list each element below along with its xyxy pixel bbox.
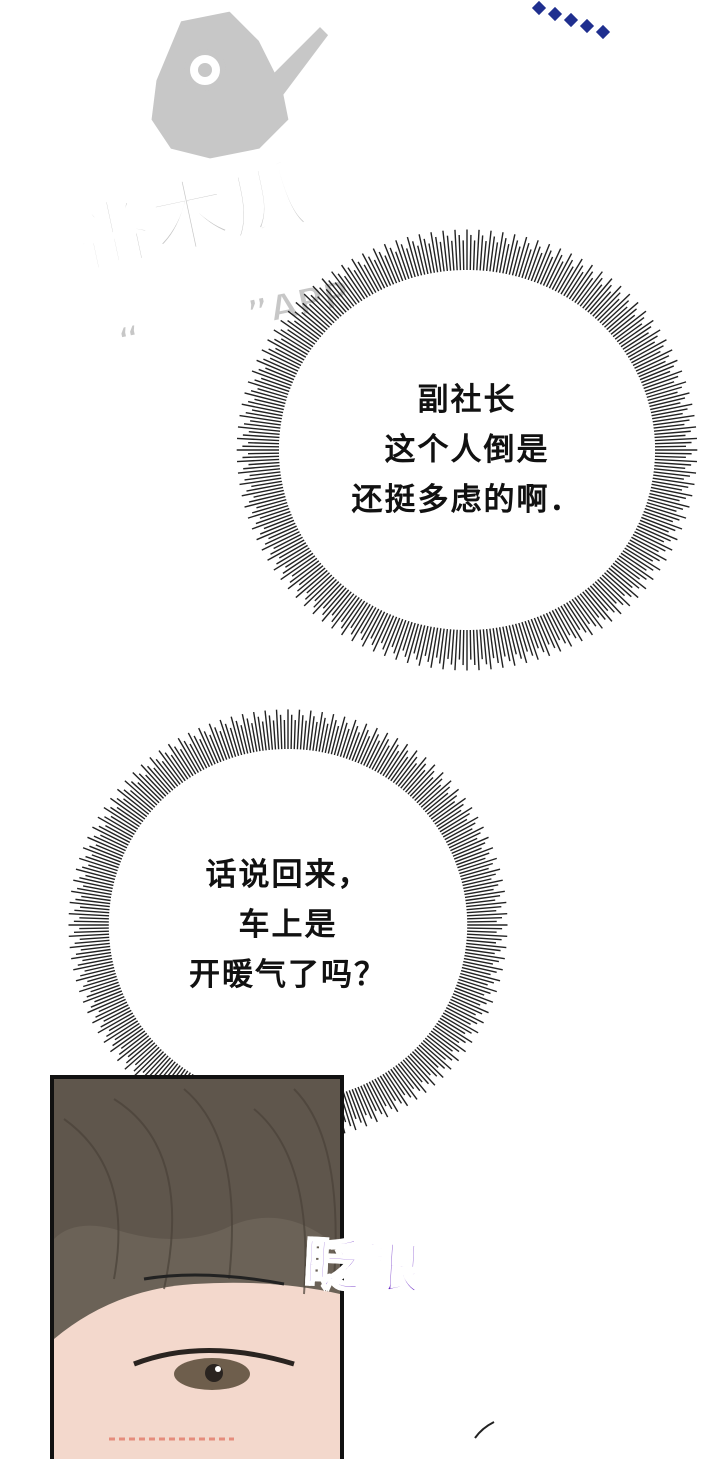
motion-line: [474, 1421, 495, 1439]
sparkle-decoration: [529, 0, 613, 42]
character-face-illustration: [54, 1079, 340, 1459]
bubble-1-text: 副社长 这个人倒是 还挺多虑的啊．: [351, 382, 583, 518]
bubble-2-text: 话说回来， 车上是 开暖气了吗？: [189, 857, 387, 993]
speech-bubble-2: 话说回来， 车上是 开暖气了吗？: [64, 705, 512, 1145]
sfx-blink: 眨眼: [302, 1231, 427, 1304]
character-panel: [50, 1075, 344, 1459]
speech-bubble-1: 副社长 这个人倒是 还挺多虑的啊．: [232, 225, 702, 675]
burst-bubble-shape: [236, 229, 698, 671]
burst-bubble-shape: [68, 709, 508, 1141]
